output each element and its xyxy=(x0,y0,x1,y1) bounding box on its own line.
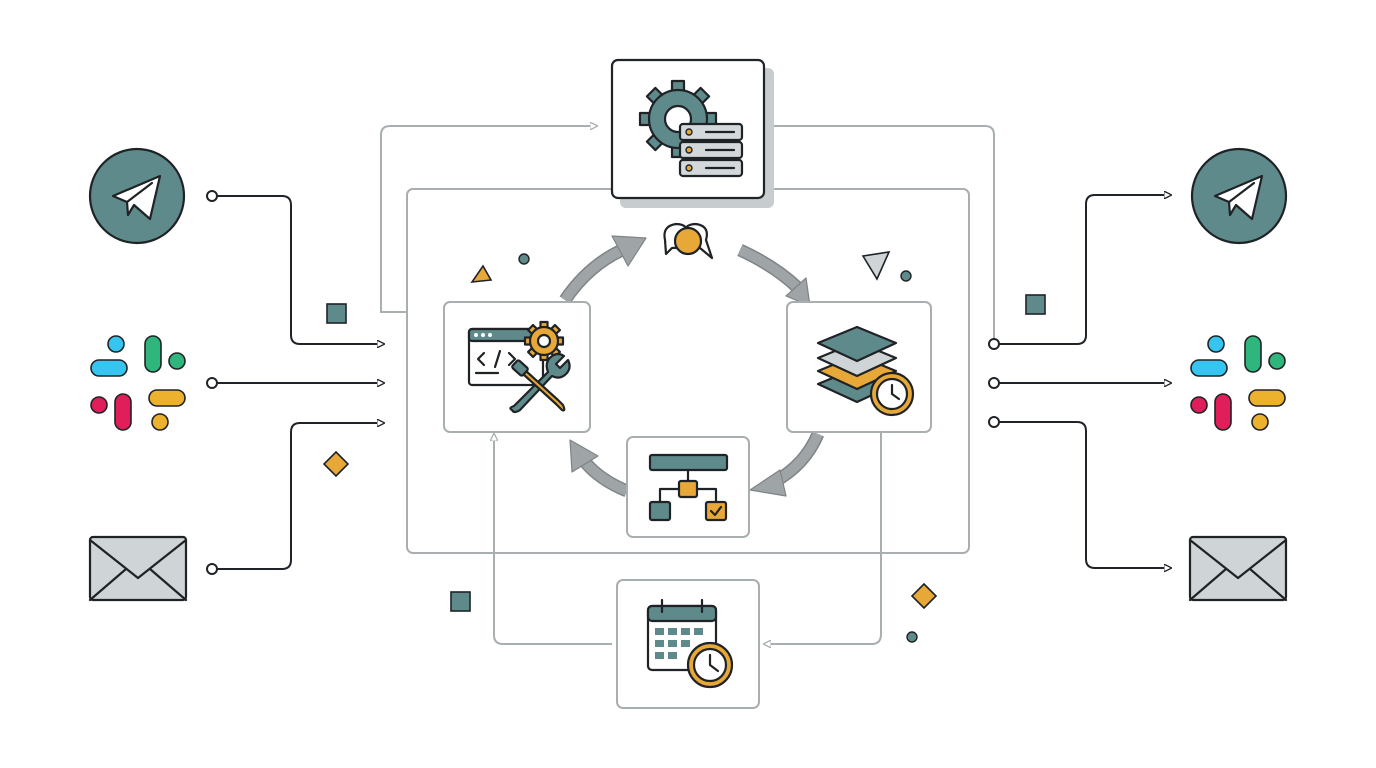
input-port-slack xyxy=(206,377,218,389)
flowchart-icon xyxy=(648,453,729,522)
output-port-telegram xyxy=(988,338,1000,350)
decor-dot xyxy=(518,253,530,265)
decor-triangle xyxy=(470,264,493,283)
output-telegram xyxy=(1190,147,1288,245)
input-email xyxy=(88,535,188,602)
decor-square xyxy=(1025,294,1046,315)
input-port-telegram xyxy=(206,190,218,202)
output-slack xyxy=(1190,335,1286,431)
input-slack xyxy=(90,335,186,431)
input-telegram xyxy=(88,147,186,245)
chat-bubbles-icon xyxy=(663,222,714,260)
input-line-email xyxy=(217,423,384,570)
output-email xyxy=(1188,535,1288,602)
output-line-email xyxy=(999,421,1171,568)
decor-dot xyxy=(906,631,918,643)
workflow-node xyxy=(626,436,750,538)
slack-icon xyxy=(1190,335,1286,431)
connector-scheduler-to-tools xyxy=(494,434,612,645)
decor-triangle xyxy=(861,250,891,281)
layers-clock-icon xyxy=(816,325,915,417)
decor-square xyxy=(450,591,471,612)
output-port-slack xyxy=(988,377,1000,389)
decorative-shapes xyxy=(322,250,1046,643)
central-server-node xyxy=(610,58,774,208)
decor-dot xyxy=(900,270,912,282)
input-line-telegram xyxy=(217,195,384,344)
telegram-icon xyxy=(1190,147,1288,245)
output-connectors xyxy=(988,195,1171,568)
cycle-arrow-bottom-left xyxy=(569,439,630,498)
code-window-tools-icon xyxy=(467,320,571,414)
decor-diamond xyxy=(910,582,938,610)
data-layers-node xyxy=(786,301,932,433)
connector-to-server xyxy=(380,126,597,313)
cycle-arrow-top-left xyxy=(559,235,647,304)
input-port-email xyxy=(206,563,218,575)
wrench-screwdriver xyxy=(509,352,571,414)
dev-tools-node xyxy=(443,301,591,433)
cycle-arrow-bottom-right xyxy=(749,431,824,497)
email-icon xyxy=(1188,535,1288,602)
connector-from-server xyxy=(764,125,995,345)
decor-diamond xyxy=(322,450,350,478)
process-cycle xyxy=(559,235,824,498)
scheduler-node xyxy=(616,579,760,709)
decor-square xyxy=(326,303,347,324)
slack-icon xyxy=(90,335,186,431)
cycle-arrow-top-right xyxy=(737,244,811,307)
gear-server-icon xyxy=(638,79,744,178)
input-connectors xyxy=(206,190,384,575)
email-icon xyxy=(88,535,188,602)
calendar-clock-icon xyxy=(646,598,734,689)
output-line-telegram xyxy=(999,195,1171,345)
connector-layers-to-scheduler xyxy=(764,432,882,644)
output-port-email xyxy=(988,416,1000,428)
server-stack xyxy=(678,122,744,178)
telegram-icon xyxy=(88,147,186,245)
